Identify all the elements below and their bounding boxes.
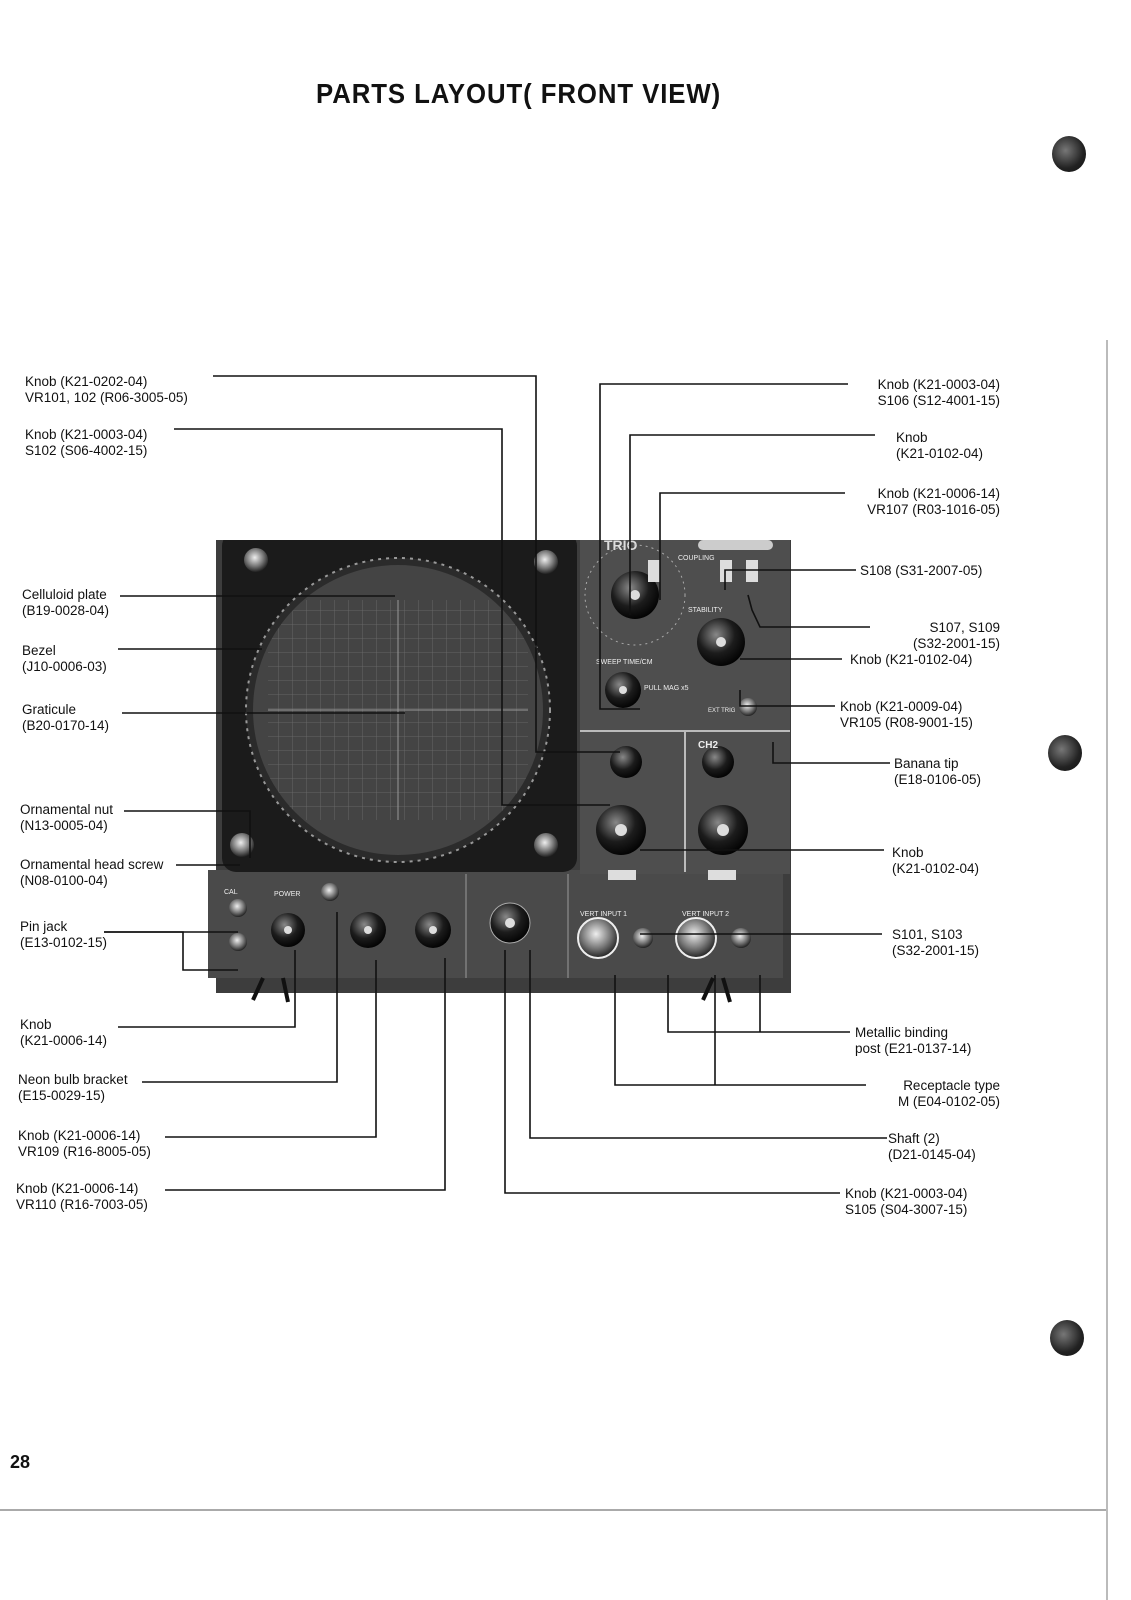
stability-label: STABILITY [688,607,723,614]
callout-label: Banana tip(E18-0106-05) [894,756,982,787]
callout-label: Celluloid plate(B19-0028-04) [22,587,110,618]
binder-hole-icon [1052,136,1086,172]
callout-label: Knob(K21-0102-04) [892,845,980,876]
power-label: POWER [274,891,300,898]
callout-label: S101, S103(S32-2001-15) [892,927,980,958]
binder-hole-icon [1050,1320,1084,1356]
cal-label: CAL [224,889,238,896]
callout-label: Knob (K21-0009-04)VR105 (R08-9001-15) [840,699,973,730]
callout-label: Pin jack(E13-0102-15) [20,919,108,950]
callout-label: Ornamental head screw(N08-0100-04) [20,857,164,888]
callout-label: Knob (K21-0006-14)VR107 (R03-1016-05) [867,486,1000,517]
callout-label: Knob (K21-0003-04)S102 (S06-4002-15) [25,427,148,458]
callout-label: Knob (K21-0003-04)S106 (S12-4001-15) [877,377,1000,408]
page-title: PARTS LAYOUT( FRONT VIEW) [316,78,722,109]
vert-input2-label: VERT INPUT 2 [682,911,729,918]
callout-label: S107, S109(S32-2001-15) [912,620,1000,651]
callout-label: Graticule(B20-0170-14) [22,702,110,733]
callout-label: Neon bulb bracket(E15-0029-15) [18,1072,128,1103]
coupling-label: COUPLING [678,555,715,562]
brand-label: TRIO [604,540,638,553]
callout-label: Knob (K21-0202-04)VR101, 102 (R06-3005-0… [25,374,188,405]
callout-label: S108 (S31-2007-05) [860,563,983,578]
callout-label: Knob (K21-0003-04)S105 (S04-3007-15) [845,1186,968,1217]
callout-label: Knob (K21-0006-14)VR109 (R16-8005-05) [18,1128,151,1159]
oscilloscope-front-panel: TRIO COUPLING STABILITY PULL MAG x5 SWEE… [208,540,791,1003]
binder-hole-icon [1048,735,1082,771]
callout-label: Bezel(J10-0006-03) [22,643,107,674]
callout-label: Knob (K21-0102-04) [850,652,973,667]
callout-label: Knob(K21-0102-04) [896,430,984,461]
callout-label: Ornamental nut(N13-0005-04) [20,802,114,833]
callout-label: Knob (K21-0006-14)VR110 (R16-7003-05) [16,1181,148,1212]
callout-label: Knob(K21-0006-14) [20,1017,108,1048]
ext-trig-label: EXT TRIG [708,708,736,714]
vert-input1-label: VERT INPUT 1 [580,911,627,918]
pull-mag-label: PULL MAG x5 [644,685,689,692]
sweep-label: SWEEP TIME/CM [596,659,653,666]
callout-label: Shaft (2)(D21-0145-04) [888,1131,976,1162]
page-number: 28 [10,1452,31,1472]
page-edge-shadow [0,1509,1108,1511]
ch2-label: CH2 [698,740,718,751]
page-edge-shadow [1106,340,1108,1600]
